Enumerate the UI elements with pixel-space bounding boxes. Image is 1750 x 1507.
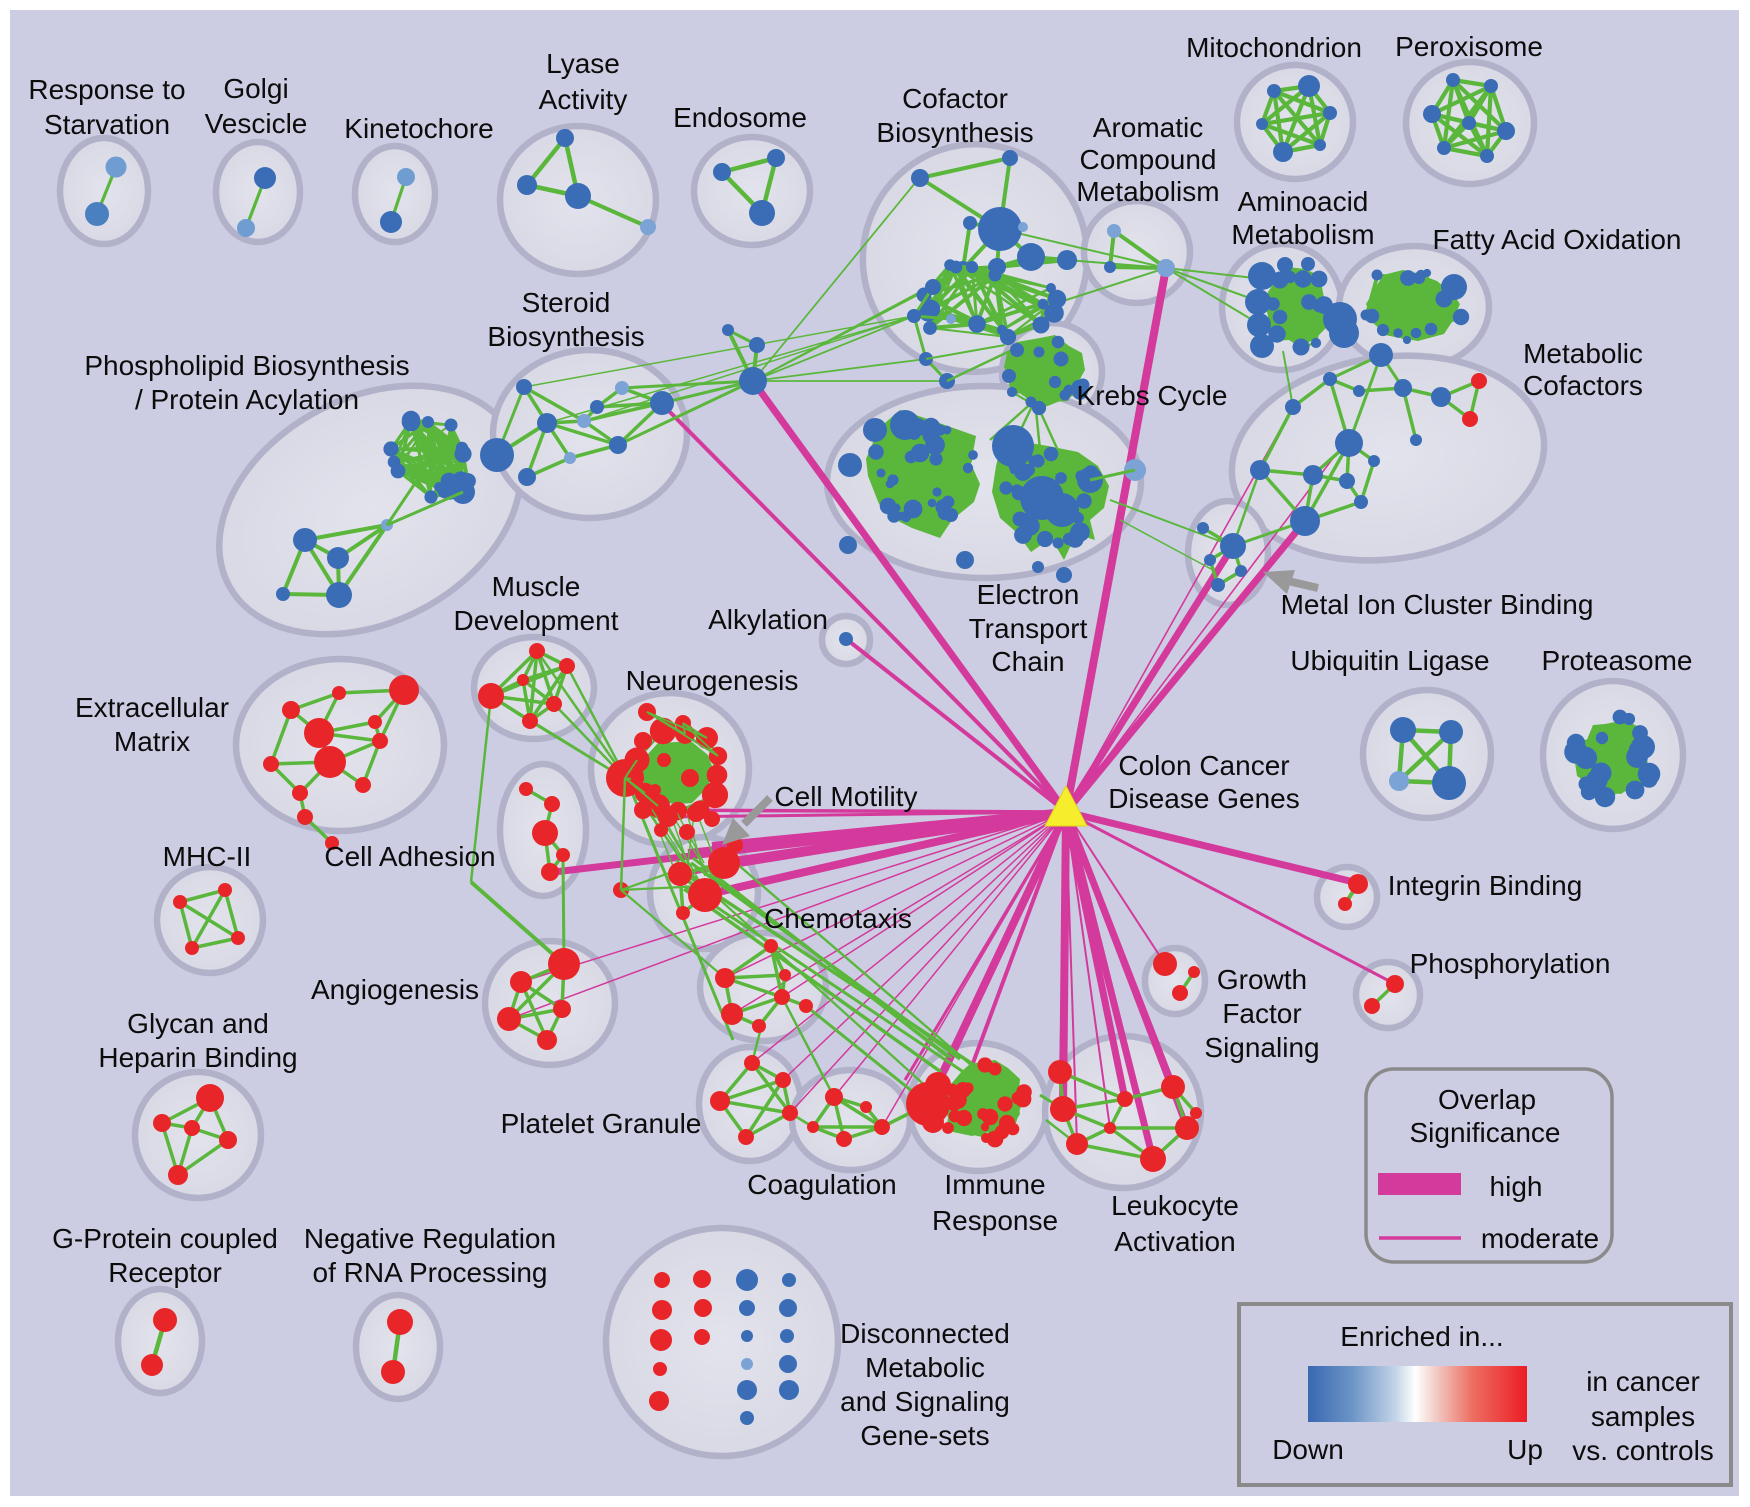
svg-text:Metabolism: Metabolism bbox=[1231, 219, 1374, 250]
svg-text:Biosynthesis: Biosynthesis bbox=[487, 321, 644, 352]
svg-text:of RNA Processing: of RNA Processing bbox=[313, 1257, 548, 1288]
svg-text:Metabolism: Metabolism bbox=[1076, 176, 1219, 207]
svg-text:Matrix: Matrix bbox=[114, 726, 190, 757]
svg-text:Glycan and: Glycan and bbox=[127, 1008, 269, 1039]
svg-text:Aromatic: Aromatic bbox=[1093, 112, 1203, 143]
svg-text:Proteasome: Proteasome bbox=[1542, 645, 1693, 676]
svg-text:G-Protein coupled: G-Protein coupled bbox=[52, 1223, 278, 1254]
svg-text:Peroxisome: Peroxisome bbox=[1395, 31, 1543, 62]
svg-text:Metal Ion Cluster Binding: Metal Ion Cluster Binding bbox=[1281, 589, 1594, 620]
svg-text:Response to: Response to bbox=[28, 74, 185, 105]
svg-text:Aminoacid: Aminoacid bbox=[1238, 186, 1369, 217]
svg-text:Immune: Immune bbox=[944, 1169, 1045, 1200]
svg-text:Fatty Acid Oxidation: Fatty Acid Oxidation bbox=[1432, 224, 1681, 255]
svg-text:Significance: Significance bbox=[1410, 1117, 1561, 1148]
svg-text:Vescicle: Vescicle bbox=[205, 108, 308, 139]
svg-text:Receptor: Receptor bbox=[108, 1257, 222, 1288]
svg-text:Metabolic: Metabolic bbox=[865, 1352, 985, 1383]
svg-text:Chemotaxis: Chemotaxis bbox=[764, 903, 912, 934]
svg-text:Golgi: Golgi bbox=[223, 73, 288, 104]
svg-text:moderate: moderate bbox=[1481, 1223, 1599, 1254]
svg-text:Disconnected: Disconnected bbox=[840, 1318, 1010, 1349]
svg-text:Development: Development bbox=[454, 605, 619, 636]
svg-text:Compound: Compound bbox=[1080, 144, 1217, 175]
svg-text:Endosome: Endosome bbox=[673, 102, 807, 133]
svg-text:Activity: Activity bbox=[539, 84, 628, 115]
svg-text:Growth: Growth bbox=[1217, 964, 1307, 995]
svg-text:Muscle: Muscle bbox=[492, 571, 581, 602]
svg-text:Transport: Transport bbox=[969, 613, 1088, 644]
svg-text:Steroid: Steroid bbox=[522, 287, 611, 318]
svg-text:Cell Adhesion: Cell Adhesion bbox=[324, 841, 495, 872]
svg-text:Up: Up bbox=[1507, 1434, 1543, 1465]
svg-text:Heparin Binding: Heparin Binding bbox=[98, 1042, 297, 1073]
svg-text:Extracellular: Extracellular bbox=[75, 692, 229, 723]
svg-text:Coagulation: Coagulation bbox=[747, 1169, 896, 1200]
svg-text:Disease Genes: Disease Genes bbox=[1108, 783, 1299, 814]
svg-text:Kinetochore: Kinetochore bbox=[344, 113, 493, 144]
svg-text:Electron: Electron bbox=[977, 579, 1080, 610]
svg-text:Metabolic: Metabolic bbox=[1523, 338, 1643, 369]
svg-text:Phospholipid Biosynthesis: Phospholipid Biosynthesis bbox=[84, 350, 409, 381]
svg-text:Krebs Cycle: Krebs Cycle bbox=[1077, 380, 1228, 411]
svg-text:Cell Motility: Cell Motility bbox=[774, 781, 917, 812]
svg-text:Integrin Binding: Integrin Binding bbox=[1388, 870, 1583, 901]
svg-text:in cancer: in cancer bbox=[1586, 1366, 1700, 1397]
svg-text:Response: Response bbox=[932, 1205, 1058, 1236]
svg-text:Ubiquitin Ligase: Ubiquitin Ligase bbox=[1290, 645, 1489, 676]
svg-text:Gene-sets: Gene-sets bbox=[860, 1420, 989, 1451]
svg-text:Phosphorylation: Phosphorylation bbox=[1410, 948, 1611, 979]
svg-text:Colon Cancer: Colon Cancer bbox=[1118, 750, 1289, 781]
svg-text:Down: Down bbox=[1272, 1434, 1344, 1465]
svg-text:Enriched in...: Enriched in... bbox=[1340, 1321, 1503, 1352]
svg-text:Overlap: Overlap bbox=[1438, 1084, 1536, 1115]
svg-text:Factor: Factor bbox=[1222, 998, 1301, 1029]
svg-text:Cofactor: Cofactor bbox=[902, 83, 1008, 114]
svg-text:Cofactors: Cofactors bbox=[1523, 370, 1643, 401]
svg-text:Biosynthesis: Biosynthesis bbox=[876, 117, 1033, 148]
svg-text:Angiogenesis: Angiogenesis bbox=[311, 974, 479, 1005]
svg-text:samples: samples bbox=[1591, 1401, 1695, 1432]
svg-text:Chain: Chain bbox=[991, 646, 1064, 677]
svg-text:Activation: Activation bbox=[1114, 1226, 1235, 1257]
svg-text:Mitochondrion: Mitochondrion bbox=[1186, 32, 1362, 63]
svg-text:Negative Regulation: Negative Regulation bbox=[304, 1223, 556, 1254]
svg-text:Neurogenesis: Neurogenesis bbox=[626, 665, 799, 696]
svg-text:Leukocyte: Leukocyte bbox=[1111, 1190, 1239, 1221]
svg-text:/ Protein Acylation: / Protein Acylation bbox=[135, 384, 359, 415]
svg-text:vs. controls: vs. controls bbox=[1572, 1435, 1714, 1466]
svg-text:high: high bbox=[1490, 1171, 1543, 1202]
svg-text:Alkylation: Alkylation bbox=[708, 604, 828, 635]
svg-text:Lyase: Lyase bbox=[546, 48, 620, 79]
svg-text:Signaling: Signaling bbox=[1204, 1032, 1319, 1063]
svg-text:Starvation: Starvation bbox=[44, 109, 170, 140]
svg-text:MHC-II: MHC-II bbox=[163, 841, 252, 872]
svg-text:Platelet Granule: Platelet Granule bbox=[501, 1108, 702, 1139]
svg-text:and Signaling: and Signaling bbox=[840, 1386, 1010, 1417]
